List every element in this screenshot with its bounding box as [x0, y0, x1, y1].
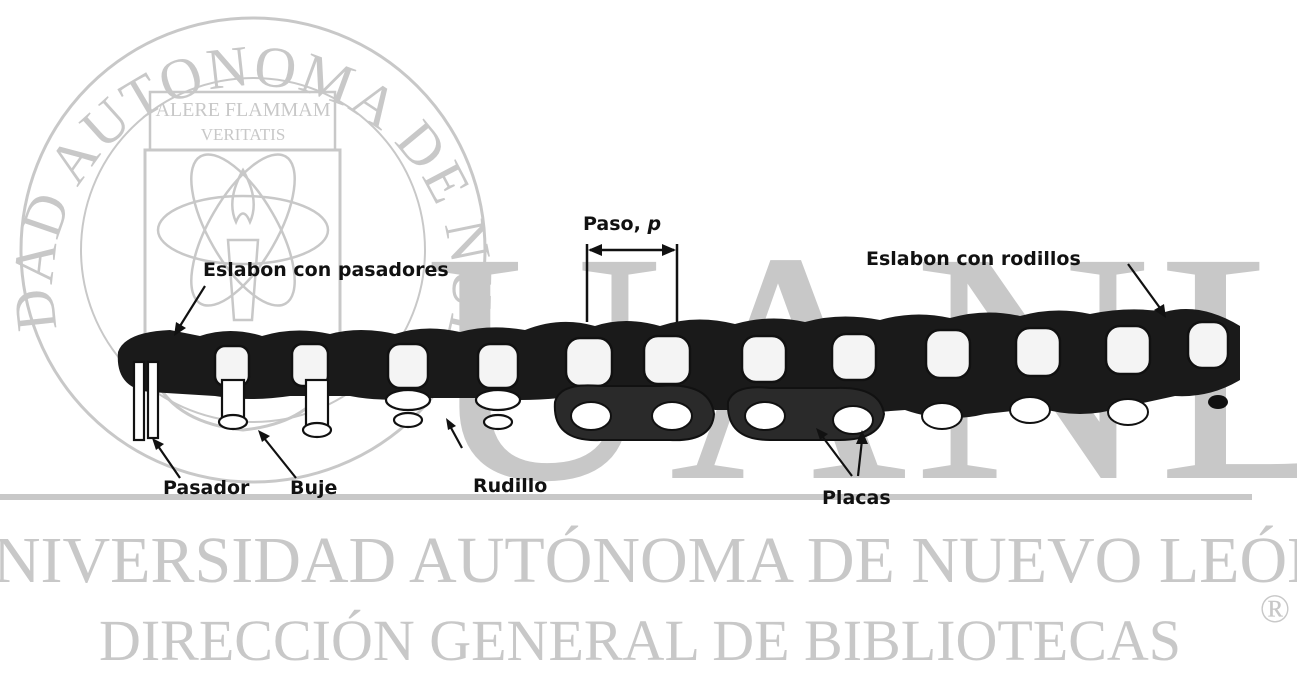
seal-motto-line2: VERITATIS	[201, 125, 286, 144]
pin-link-leader	[174, 285, 206, 336]
pitch-label: Paso, p	[583, 213, 661, 235]
pin-label: Pasador	[163, 477, 250, 499]
library-name-watermark: DIRECCIÓN GENERAL DE BIBLIOTECAS	[99, 608, 1181, 673]
roller-openings	[213, 320, 1230, 390]
plates-label: Placas	[822, 487, 891, 509]
watermark-rule	[0, 494, 1252, 500]
roller-link-leader	[1127, 263, 1166, 318]
atom-torch-emblem	[156, 153, 330, 322]
bushing-leader	[258, 430, 297, 479]
pitch-dimension	[585, 244, 679, 322]
seal-motto-line1: ALERE FLAMMAM	[155, 99, 330, 121]
roller-chain	[117, 309, 1240, 442]
exposed-pins	[132, 360, 522, 442]
bushing-label: Buje	[290, 477, 337, 499]
university-name-watermark: UNIVERSIDAD AUTÓNOMA DE NUEVO LEÓN	[0, 524, 1297, 597]
roller-leader	[446, 418, 463, 449]
pin-leader	[152, 438, 181, 479]
plates-leaders	[816, 428, 868, 477]
registered-mark: ®	[1260, 586, 1290, 631]
lower-plates	[553, 384, 1228, 442]
roller-link-label: Eslabon con rodillos	[866, 248, 1081, 270]
roller-label: Rudillo	[473, 475, 547, 497]
pin-link-label: Eslabon con pasadores	[203, 259, 449, 281]
